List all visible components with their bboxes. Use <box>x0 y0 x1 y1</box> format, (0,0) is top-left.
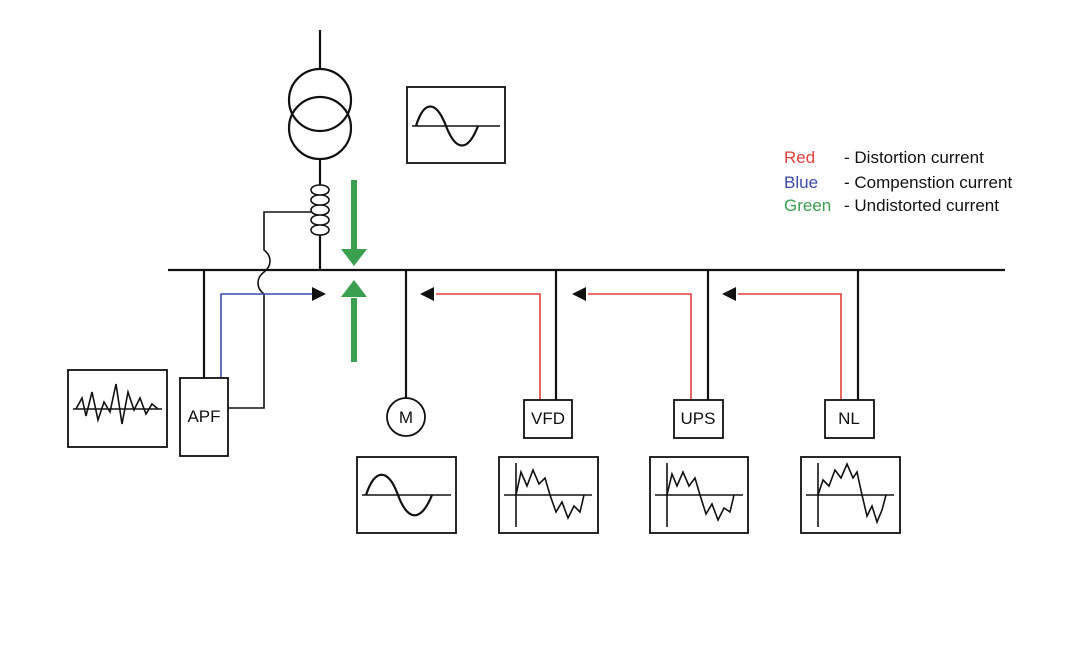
legend-red-word: Red <box>784 148 815 167</box>
nl-label: NL <box>838 409 860 428</box>
nl-waveform-box <box>800 456 901 534</box>
motor-branch: M <box>386 270 426 437</box>
vfd-label: VFD <box>531 409 565 428</box>
sensing-wire <box>228 211 312 409</box>
vfd-branch: VFD <box>420 270 573 439</box>
ups-label: UPS <box>681 409 716 428</box>
legend-blue-word: Blue <box>784 173 818 192</box>
legend-green-desc: - Undistorted current <box>844 196 999 215</box>
motor-symbol <box>386 397 426 437</box>
vfd-waveform-box <box>498 456 599 534</box>
nl-branch: NL <box>722 270 875 439</box>
undistorted-current-arrows <box>341 180 367 362</box>
nl-box <box>824 399 875 439</box>
legend-blue-desc: - Compenstion current <box>844 173 1012 192</box>
motor-label: M <box>399 408 413 427</box>
apf-box <box>179 377 229 457</box>
ups-box <box>673 399 724 439</box>
vfd-box <box>523 399 573 439</box>
legend: Red - Distortion current Blue - Compenst… <box>784 148 1012 215</box>
inductor-coil <box>310 184 330 270</box>
apf-label: APF <box>187 407 220 426</box>
transformer <box>287 30 353 185</box>
ups-branch: UPS <box>572 270 724 439</box>
legend-green-word: Green <box>784 196 831 215</box>
motor-waveform-box <box>356 456 457 534</box>
ups-waveform-box <box>649 456 749 534</box>
legend-red-desc: - Distortion current <box>844 148 984 167</box>
apf-branch: APF <box>179 270 326 457</box>
apf-waveform-box <box>67 369 168 448</box>
source-waveform-box <box>406 86 506 164</box>
